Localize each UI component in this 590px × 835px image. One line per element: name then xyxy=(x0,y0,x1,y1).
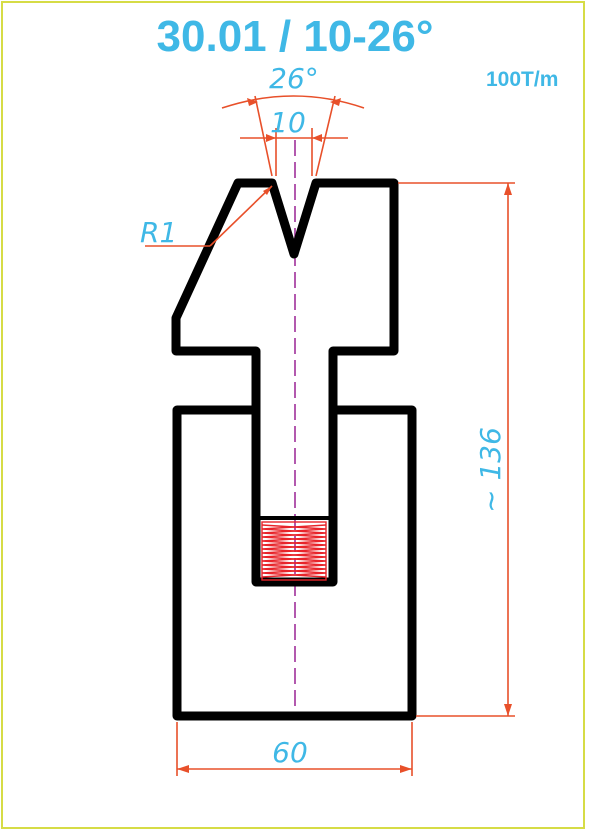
opening-label: 10 xyxy=(270,106,306,139)
tool-outline xyxy=(171,178,399,587)
spring-pocket xyxy=(254,516,335,584)
capacity-label: 100T/m xyxy=(486,68,559,91)
opening-dimension: 10 xyxy=(240,106,348,176)
spring xyxy=(261,521,327,581)
radius-label: R1 xyxy=(140,216,177,249)
width-label: 60 xyxy=(272,736,308,769)
height-label: ~ 136 xyxy=(474,427,507,513)
drawing-title: 30.01 / 10-26° xyxy=(156,12,434,61)
angle-label: 26° xyxy=(269,62,319,95)
height-dimension: ~ 136 xyxy=(398,182,515,717)
holder-outline xyxy=(172,405,417,721)
radius-dimension: R1 xyxy=(140,185,273,249)
width-dimension: 60 xyxy=(176,722,413,776)
angle-dimension: 26° xyxy=(221,62,365,177)
